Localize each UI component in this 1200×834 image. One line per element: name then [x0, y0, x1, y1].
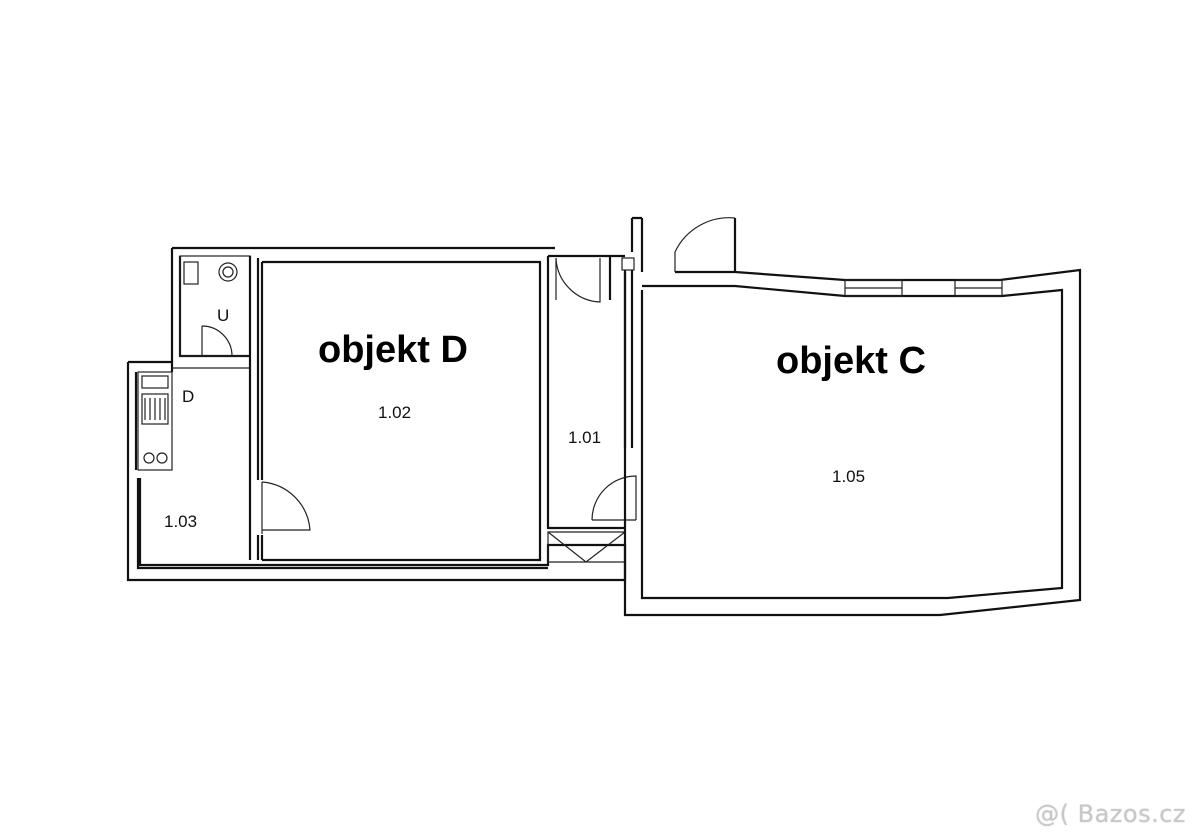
- wc-door-icon: [201, 325, 233, 357]
- divider-102-101: [546, 254, 625, 530]
- objekt-c-entrance-frame: [630, 216, 737, 272]
- room-102-label: 1.02: [378, 403, 411, 422]
- objekt-c-title: objekt C: [776, 340, 926, 382]
- wc-room: [179, 255, 251, 357]
- objekt-c-inner-wall: [640, 284, 1064, 600]
- room-101-label: 1.01: [568, 428, 601, 447]
- room-d-label: D: [182, 387, 194, 406]
- stove-burner-1: [143, 452, 155, 464]
- column: [621, 257, 635, 271]
- wc-basin-icon: [183, 261, 199, 285]
- stove-burner-2: [156, 452, 168, 464]
- objekt-d-outer-wall: [126, 478, 627, 582]
- objekt-c-entrance-door-icon: [674, 217, 736, 272]
- window-1: [844, 279, 903, 297]
- objekt-d-outer-wall-inner: [136, 478, 548, 570]
- divider-wc-102: [248, 256, 260, 560]
- room-101-right-wall: [608, 256, 634, 448]
- room-u-label: U: [217, 306, 229, 325]
- room-103-label: 1.03: [164, 512, 197, 531]
- room-102-door-icon: [261, 481, 311, 534]
- room-102-outline: [260, 260, 542, 562]
- wc-toilet-icon: [218, 262, 238, 282]
- objekt-c-outer-wall: [623, 268, 1082, 617]
- window-2: [954, 279, 1003, 297]
- watermark: @( Bazos.cz: [1035, 800, 1186, 828]
- kitchen-top: [141, 375, 169, 389]
- objekt-c-walls: [623, 216, 1082, 617]
- room-101-door-icon: [555, 257, 601, 303]
- objekt-d-title: objekt D: [318, 329, 468, 371]
- room-105-label: 1.05: [832, 467, 865, 486]
- kitchen-counter: [137, 371, 173, 471]
- entry-door-icon: [591, 475, 637, 521]
- sink: [141, 393, 169, 425]
- double-door-icon: [547, 531, 626, 563]
